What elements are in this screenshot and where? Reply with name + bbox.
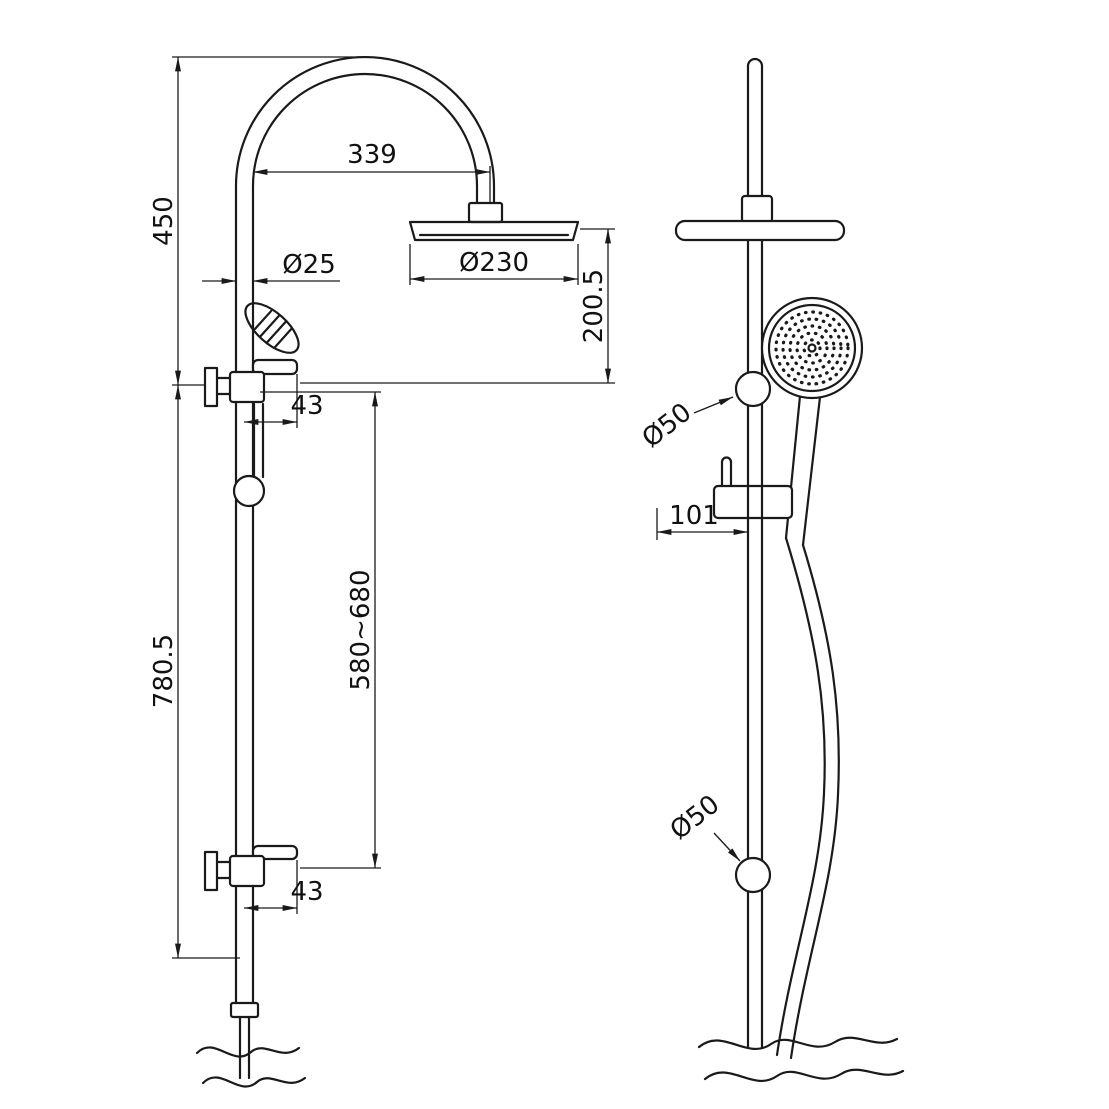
dim-450 [172,56,370,386]
head-connector-nut [467,201,504,224]
holder-pin-top [251,358,299,376]
dim-dia25-label: Ø25 [282,250,336,280]
dim-200-5-label: 200.5 [579,269,609,343]
dim-dia50-top-label: Ø50 [637,397,698,454]
dim-339-label: 339 [347,140,397,170]
dim-dia50-bottom-leader [713,832,741,862]
handshower-face [760,296,864,400]
dim-580-680-label: 580~680 [346,569,376,690]
dim-dia230-label: Ø230 [459,248,529,278]
dim-339 [252,166,491,203]
dim-580-680 [260,391,381,869]
dim-43-bottom [243,860,298,914]
bottom-knob [734,856,772,894]
dim-780-5 [172,384,240,959]
dim-450-label: 450 [149,196,179,246]
dim-101 [656,508,749,540]
dim-43-top [243,374,298,428]
dim-200-5 [300,228,615,384]
dim-43-top-label: 43 [290,391,323,421]
upper-wall-bracket [203,366,266,408]
overhead-shower-front [674,219,846,242]
shower-hose [775,536,840,1060]
front-bracket-pipe-lines [746,484,764,520]
handshower-handle [784,394,822,547]
bottom-outlet-side [195,1001,307,1088]
dim-101-label: 101 [669,501,719,531]
front-bracket-pin [720,456,733,488]
head-connector-nut-front [740,194,774,224]
front-view: 101 Ø50 Ø50 [637,57,905,1082]
slider-ring [232,474,266,508]
dim-780-5-label: 780.5 [149,634,179,708]
front-bracket-body [712,484,794,520]
handshower-side [244,302,300,354]
top-knob [734,370,772,408]
dim-dia50-top-leader [693,396,734,414]
dim-dia50-bottom-label: Ø50 [665,789,726,846]
overhead-shower-side [408,220,580,242]
dim-dia230 [409,244,579,285]
break-line-front [697,1036,905,1082]
side-view: 450 780.5 339 Ø25 Ø230 200.5 [149,55,615,1088]
riser-pipe-and-gooseneck [234,55,496,1005]
dim-43-bottom-label: 43 [290,877,323,907]
holder-pin-bottom [251,844,299,861]
lower-wall-bracket [203,850,266,892]
slider-handle [252,402,265,479]
